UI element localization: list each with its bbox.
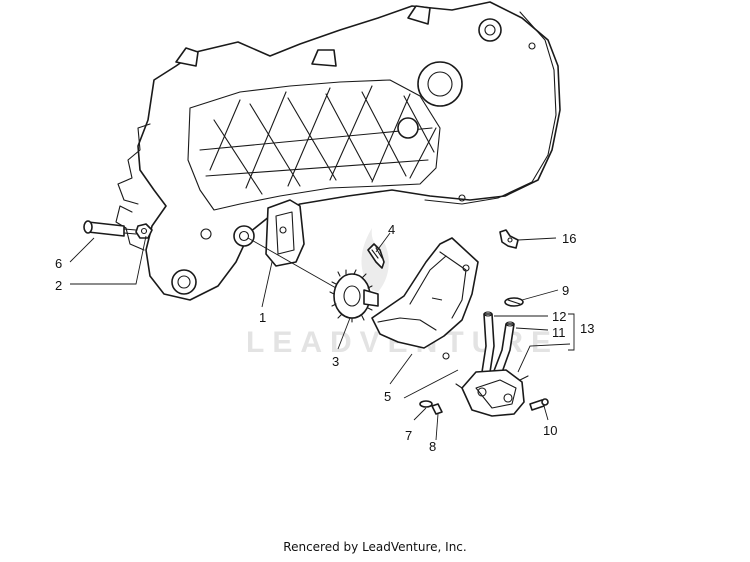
- part-7-washer: [419, 400, 433, 408]
- part-1-bracket: [265, 199, 305, 267]
- part-10-screw: [529, 398, 549, 411]
- leader-lines: [69, 232, 575, 441]
- part-3-oil-pump-gear: [329, 269, 379, 323]
- callout-8: 8: [429, 439, 436, 454]
- callout-9: 9: [562, 283, 569, 298]
- callout-7: 7: [405, 428, 412, 443]
- callout-1: 1: [259, 310, 266, 325]
- callout-16: 16: [562, 231, 576, 246]
- callout-10: 10: [543, 423, 557, 438]
- part-5-pump-cover: [371, 237, 479, 360]
- part-4-chain-link-clip: [367, 243, 385, 269]
- part-8-bolt: [431, 403, 443, 415]
- callout-12: 12: [552, 309, 566, 324]
- callout-5: 5: [384, 389, 391, 404]
- callout-4: 4: [388, 222, 395, 237]
- part-9-hose-clip: [504, 297, 524, 307]
- oil-pump-body: [455, 369, 529, 417]
- part-2-nut: [135, 223, 153, 239]
- callout-labels: 6 2 1 3 4 5 7 8 10 16 9 12 11 13: [55, 222, 594, 454]
- part-16-clamp: [499, 229, 519, 249]
- callout-2: 2: [55, 278, 62, 293]
- callout-3: 3: [332, 354, 339, 369]
- callout-11: 11: [552, 325, 566, 340]
- crankcase-housing: [115, 1, 561, 301]
- callout-6: 6: [55, 256, 62, 271]
- callout-13: 13: [580, 321, 594, 336]
- credit-footer: Rencered by LeadVenture, Inc.: [283, 540, 467, 554]
- part-6-screw: [83, 220, 137, 237]
